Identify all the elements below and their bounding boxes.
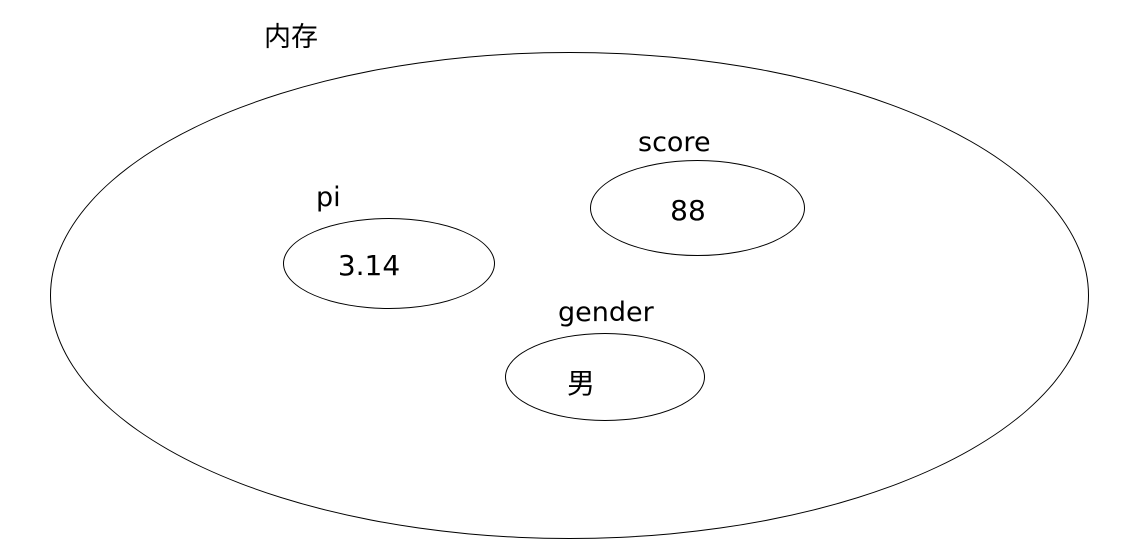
variable-value-score: 88	[670, 194, 706, 227]
variable-ellipse-score	[590, 160, 805, 256]
variable-ellipse-gender	[505, 333, 705, 421]
variable-name-score: score	[638, 127, 711, 158]
variable-name-gender: gender	[558, 297, 654, 328]
variable-name-pi: pi	[316, 182, 341, 213]
memory-label: 内存	[264, 22, 318, 53]
variable-value-gender: 男	[566, 367, 596, 400]
memory-ellipse	[50, 52, 1089, 539]
variable-value-pi: 3.14	[337, 249, 401, 282]
variable-ellipse-pi	[283, 218, 495, 309]
